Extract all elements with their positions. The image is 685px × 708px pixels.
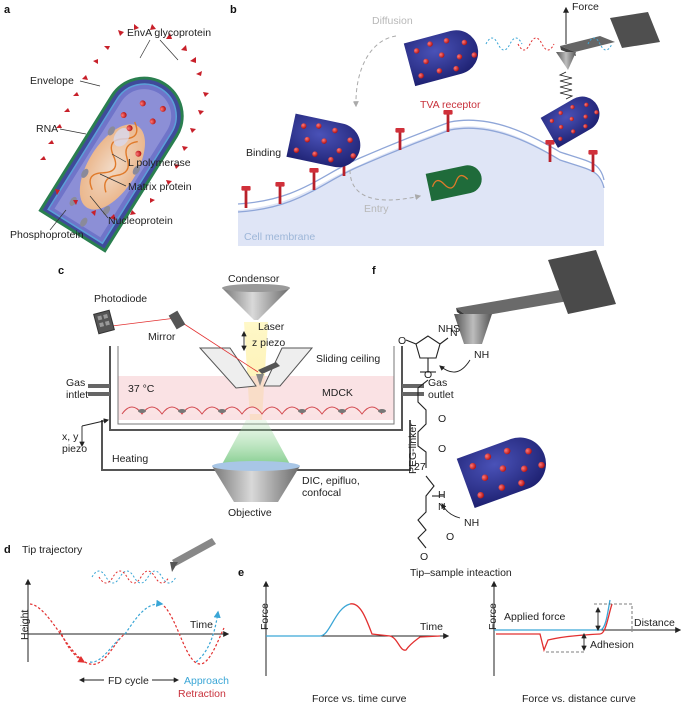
- objective-lens: [212, 466, 300, 502]
- label-temperature: 37 °C: [128, 383, 155, 395]
- panel-d: d Tip trajectory Height Time FD cycle Ap…: [4, 538, 230, 700]
- virion-cross-section: [38, 76, 184, 253]
- force-time-retraction-curve: [349, 603, 441, 651]
- label-mirror: Mirror: [148, 331, 176, 343]
- panel-b: b: [230, 1, 660, 246]
- force-time-approach-curve: [266, 603, 351, 637]
- label-objective: Objective: [228, 507, 272, 519]
- atom-o-6: O: [420, 551, 428, 563]
- label-force-left: Force: [259, 603, 271, 630]
- panel-letter-e: e: [238, 567, 244, 579]
- label-height: Height: [19, 610, 31, 640]
- label-force-right: Force: [487, 603, 499, 630]
- label-diffusion: Diffusion: [372, 15, 413, 27]
- atom-o-3: O: [438, 413, 446, 425]
- label-gas-outlet-2: outlet: [428, 389, 454, 401]
- label-cell-membrane: Cell membrane: [244, 231, 315, 243]
- label-photodiode: Photodiode: [94, 293, 147, 305]
- panel-letter-d: d: [4, 544, 11, 556]
- label-gas-outlet-1: Gas: [428, 377, 447, 389]
- panel-c: c: [58, 265, 454, 519]
- label-distance: Distance: [634, 617, 675, 629]
- peg-linker-structure: [405, 335, 449, 549]
- label-sub-27: 27: [414, 461, 426, 473]
- label-force-b: Force: [572, 1, 599, 13]
- panel-letter-c: c: [58, 265, 64, 277]
- label-tva-receptor: TVA receptor: [420, 99, 481, 111]
- cell-membrane-region: [238, 126, 604, 246]
- label-entry: Entry: [364, 203, 389, 215]
- label-dic-1: DIC, epifluo,: [302, 475, 360, 487]
- virus-entry: [425, 165, 482, 202]
- atom-n-1: N: [450, 327, 458, 339]
- panel-f: f NHS NH O O N O O 27 H N O O PEG-linker: [372, 250, 616, 563]
- atom-o-2: O: [398, 335, 406, 347]
- label-e-title: Tip–sample inteaction: [410, 567, 512, 579]
- panel-letter-b: b: [230, 4, 237, 16]
- label-xy-1: x, y: [62, 431, 79, 443]
- label-condensor: Condensor: [228, 273, 280, 285]
- label-matrix-protein: Matrix protein: [128, 181, 192, 193]
- label-nh2-top: NH: [474, 349, 489, 361]
- atom-o-5: O: [446, 531, 454, 543]
- label-envelope: Envelope: [30, 75, 74, 87]
- envA-spikes: [40, 24, 209, 220]
- label-xy-2: piezo: [62, 443, 87, 455]
- label-rna: RNA: [36, 123, 58, 135]
- label-approach: Approach: [184, 675, 229, 687]
- label-nhs: NHS: [438, 323, 460, 335]
- label-gas-inlet-2: intlet: [66, 389, 88, 401]
- label-l-polymerase: L polymerase: [128, 157, 191, 169]
- label-adhesion: Adhesion: [590, 639, 634, 651]
- label-tip-trajectory: Tip trajectory: [22, 544, 83, 556]
- label-retraction: Retraction: [178, 688, 226, 700]
- atom-o-4: O: [438, 443, 446, 455]
- label-nh2-bottom: NH: [464, 517, 479, 529]
- virus-f: [456, 430, 554, 509]
- force-distance-retraction-curve: [496, 603, 613, 653]
- afm-cantilever-f: [454, 250, 616, 344]
- panel-e: e Tip–sample inteaction Force Time Force…: [238, 567, 682, 705]
- panel-a: a: [4, 4, 211, 253]
- label-peg-linker: PEG-linker: [407, 423, 419, 474]
- condensor-lens: [222, 288, 290, 320]
- virus-on-tip: [540, 90, 606, 148]
- label-nucleoprotein: Nucleoprotein: [108, 215, 173, 227]
- panel-letter-f: f: [372, 265, 376, 277]
- virus-binding: [286, 113, 365, 172]
- label-time-d: Time: [190, 619, 213, 631]
- label-fd-cycle: FD cycle: [108, 675, 149, 687]
- virus-diffusion: [403, 25, 484, 87]
- label-z-piezo: z piezo: [252, 337, 285, 349]
- label-gas-inlet-1: Gas: [66, 377, 85, 389]
- mirror: [168, 310, 186, 330]
- cantilever-c: [256, 362, 280, 386]
- panel-letter-a: a: [4, 4, 11, 16]
- atom-o-1: O: [424, 369, 432, 381]
- label-mdck: MDCK: [322, 387, 353, 399]
- label-sliding-ceiling: Sliding ceiling: [316, 353, 380, 365]
- label-laser: Laser: [258, 321, 285, 333]
- atom-n-2: N: [438, 501, 446, 513]
- caption-force-distance: Force vs. distance curve: [522, 693, 636, 705]
- label-applied-force: Applied force: [504, 611, 565, 623]
- photodiode: [93, 309, 115, 335]
- caption-force-time: Force vs. time curve: [312, 693, 407, 705]
- label-enva-glycoprotein: EnvA glycoprotein: [127, 27, 211, 39]
- panel-a-labels: EnvA glycoprotein Envelope RNA L polymer…: [10, 27, 211, 241]
- label-phosphoprotein: Phosphoprotein: [10, 229, 84, 241]
- afm-cantilever-b: [556, 6, 660, 100]
- label-time-e: Time: [420, 621, 443, 633]
- label-heating: Heating: [112, 453, 148, 465]
- label-binding: Binding: [246, 147, 281, 159]
- atom-h: H: [438, 489, 446, 501]
- label-dic-2: confocal: [302, 487, 341, 499]
- mdck-cells: [121, 406, 386, 415]
